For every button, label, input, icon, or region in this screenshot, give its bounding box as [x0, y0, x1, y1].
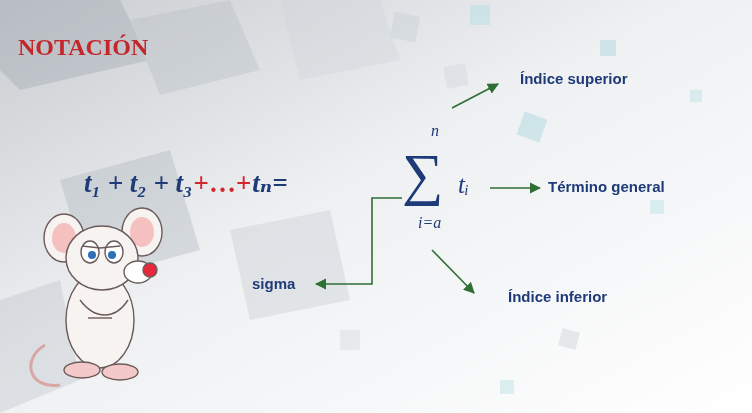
mouse-cartoon	[31, 208, 162, 386]
leader-arrow	[316, 198, 402, 284]
cube-decoration	[340, 5, 702, 394]
general-term: tᵢ	[458, 171, 469, 200]
leader-arrows	[316, 84, 540, 293]
upper-index: n	[431, 122, 439, 140]
formula-ellipsis: +…+	[194, 168, 252, 199]
formula-last-term: tₙ=	[252, 168, 287, 199]
leader-arrow	[490, 187, 540, 189]
cube-decoration	[0, 0, 400, 413]
annotation: Término general	[548, 178, 665, 195]
annotation: sigma	[252, 275, 295, 292]
annotation: Índice superior	[520, 70, 628, 87]
slide-title: NOTACIÓN	[18, 34, 148, 62]
annotation: Índice inferior	[508, 288, 607, 305]
sigma-symbol: ∑	[402, 142, 443, 209]
lower-index: i=a	[418, 214, 441, 232]
leader-arrow	[432, 250, 474, 293]
formula-terms: t₁ + t₂ + t₃	[84, 168, 193, 199]
leader-arrow	[452, 84, 498, 108]
